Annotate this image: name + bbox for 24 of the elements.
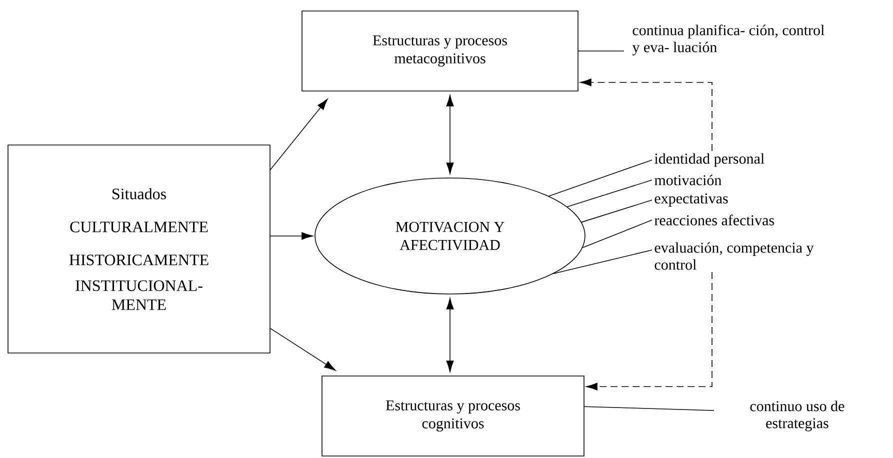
note-text: expectativas: [654, 193, 728, 207]
context-box: Situados CULTURALMENTE HISTORICAMENTE INSTITUCIONAL- MENTE: [8, 144, 270, 354]
dashed-arrow: [580, 78, 712, 152]
arrow: [270, 232, 314, 240]
dashed-arrow: [586, 272, 712, 390]
leader-line: [581, 200, 652, 223]
arrow: [270, 98, 328, 170]
note-text: reacciones afectivas: [654, 214, 774, 226]
leader-line: [578, 50, 624, 52]
leader-line: [584, 406, 714, 411]
note-text: continua planifica- ción, control y eva- luación: [632, 24, 824, 56]
note-text: continuo uso de estrategias: [750, 400, 844, 432]
leader-line: [548, 160, 652, 196]
leader-line: [553, 250, 652, 274]
process-box: Estructuras y procesos cognitivos: [322, 376, 584, 456]
note-text: motivación: [654, 174, 722, 186]
arrow: [446, 95, 454, 174]
leader-line: [566, 180, 652, 208]
process-box: Estructuras y procesos metacognitivos: [302, 10, 578, 92]
leader-line: [582, 220, 652, 248]
note-text: identidad personal: [654, 153, 764, 167]
arrow: [446, 298, 454, 372]
note-text: evaluación, competencia y control: [654, 242, 814, 270]
arrow: [270, 328, 336, 371]
